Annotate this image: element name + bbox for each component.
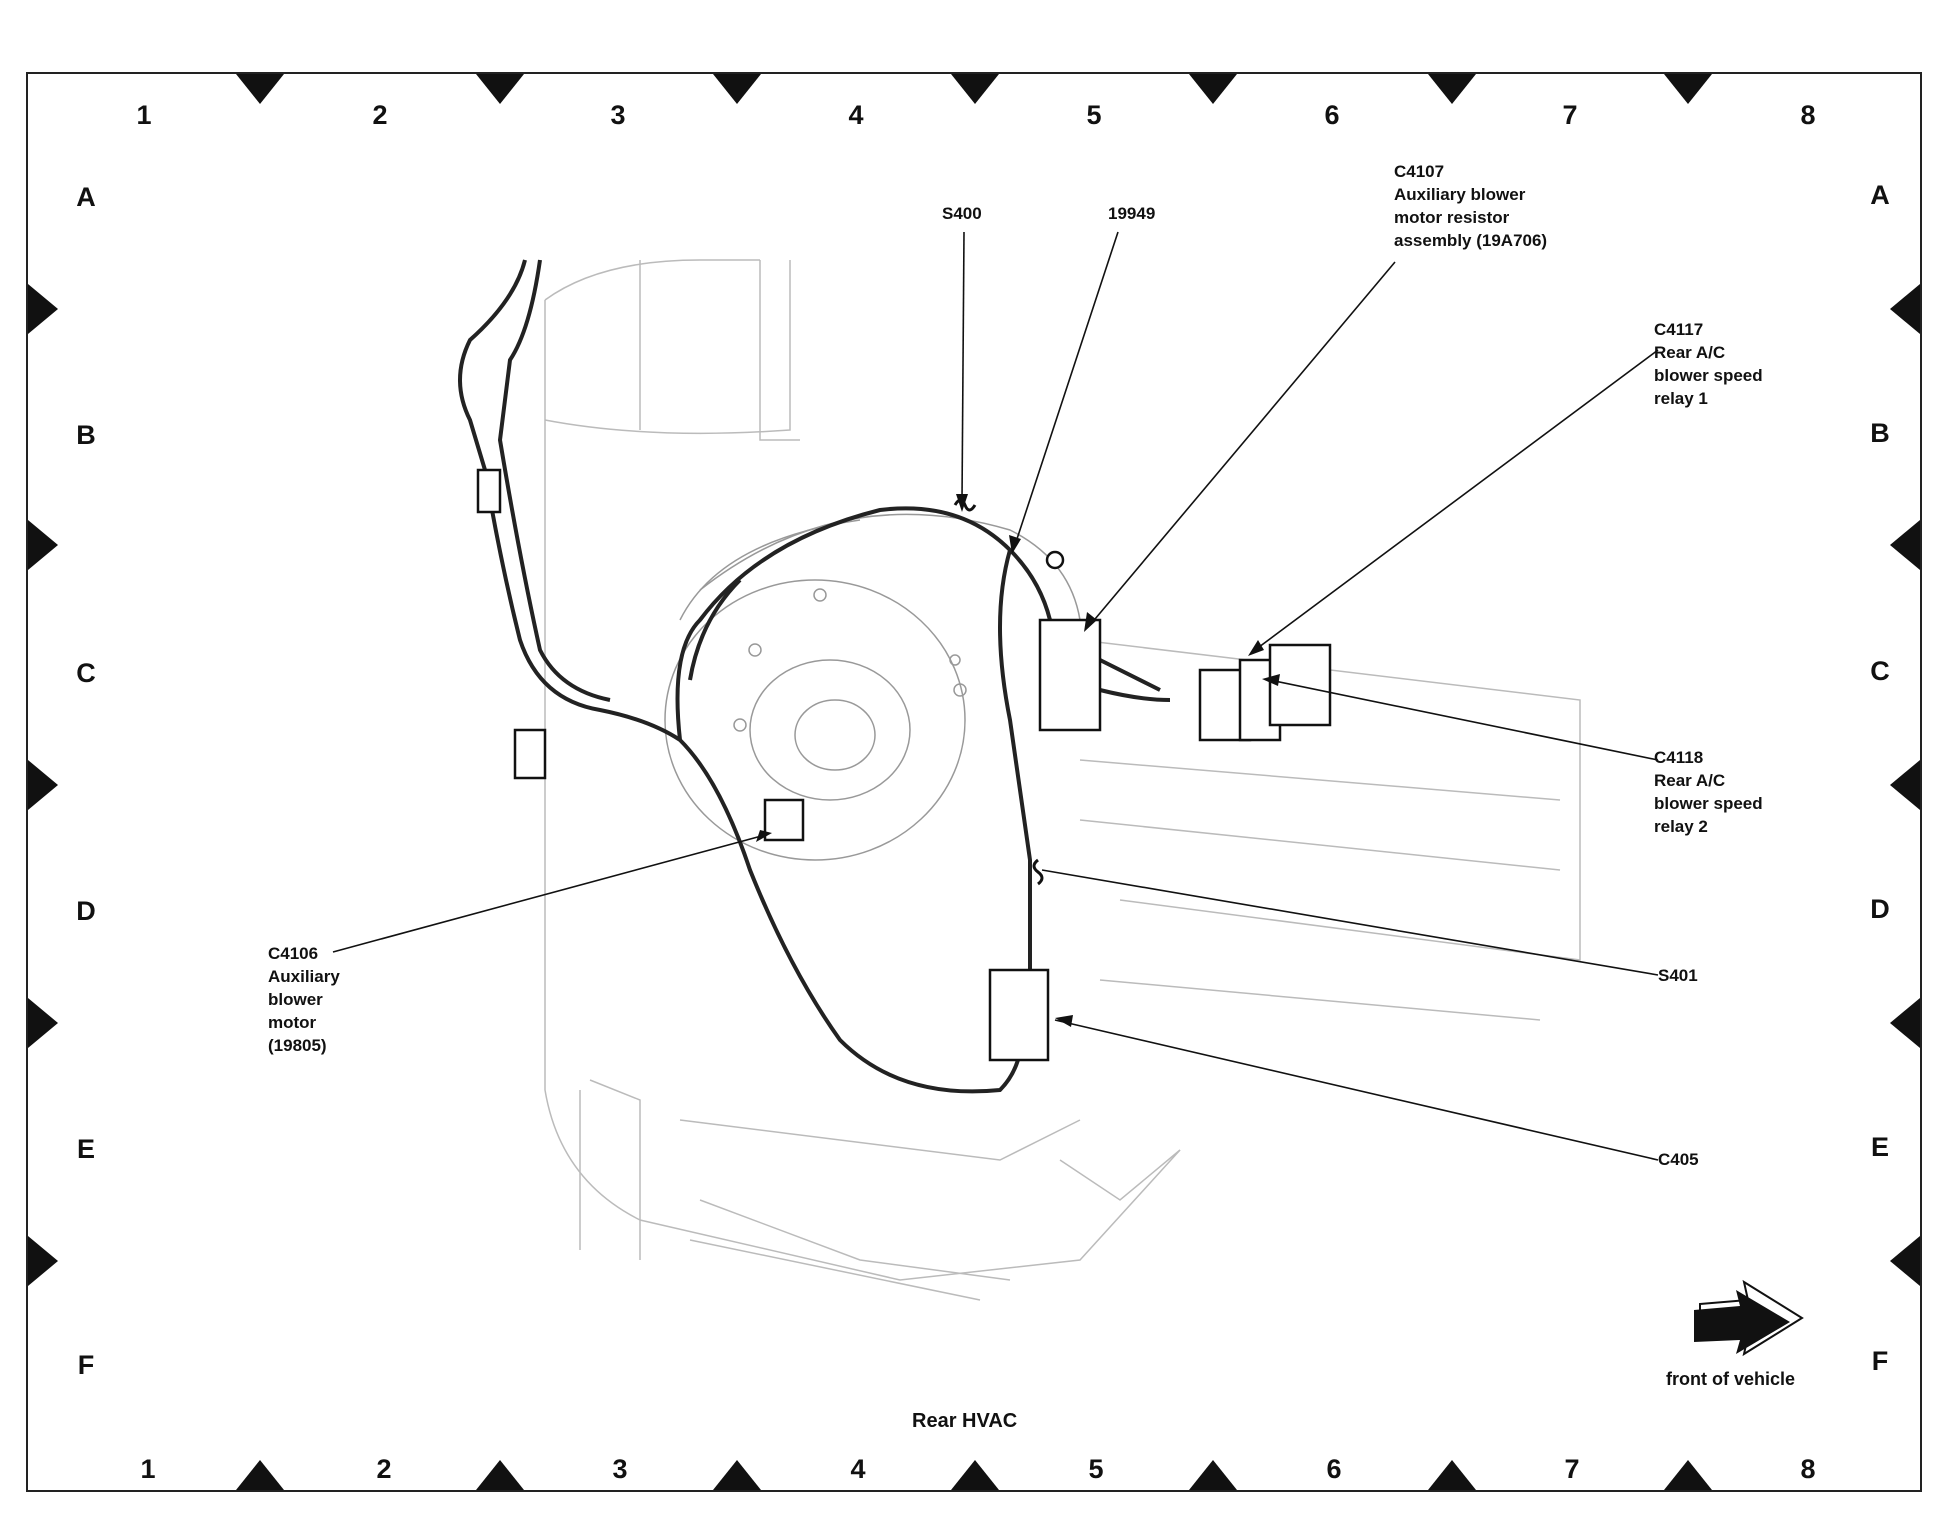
blower-motor	[664, 513, 1081, 861]
callout-c4106-line-3: blower	[268, 990, 323, 1009]
callout-c4107-line-4: assembly (19A706)	[1394, 231, 1548, 250]
callout-c4107-line-1: C4107	[1394, 162, 1445, 181]
diagram-caption: Rear HVAC	[912, 1410, 1018, 1432]
c405-connector	[988, 968, 1050, 1062]
callout-c4106-line-4: motor	[268, 1013, 317, 1032]
callout-c4106-line-5: (19805)	[268, 1036, 327, 1055]
arrow-right-icon	[1694, 1279, 1804, 1357]
callout-c4118-line-1: C4118	[1654, 748, 1704, 767]
grid-row-left-d: D	[76, 896, 96, 926]
callout-c4118: C4118 Rear A/C blower speed relay 2	[1654, 746, 1763, 838]
grid-row-left-a: A	[76, 182, 96, 212]
callout-c4117-line-2: Rear A/C	[1654, 343, 1726, 362]
grid-row-right-e: E	[1870, 1132, 1889, 1162]
callout-c4107: C4107 Auxiliary blower motor resistor as…	[1394, 160, 1547, 252]
grid-markers	[28, 74, 1920, 1490]
grid-column-bottom-7: 7	[1564, 1454, 1580, 1484]
callout-c4107-line-2: Auxiliary blower	[1394, 185, 1526, 204]
callout-19949: 19949	[1108, 204, 1156, 223]
wire-harness	[458, 259, 1171, 1094]
c4107-resistor-connector	[1038, 618, 1102, 732]
grid-column-bottom-3: 3	[612, 1454, 628, 1484]
harness-connector-upper	[476, 468, 502, 514]
harness-connector-lower	[513, 728, 547, 780]
s401-splice	[1032, 858, 1044, 886]
grid-column-top-7: 7	[1562, 100, 1578, 130]
diagram-frame	[26, 72, 1922, 1492]
leader-lines	[332, 231, 1659, 1161]
callout-c405: C405	[1658, 1150, 1699, 1169]
grid-column-top-1: 1	[136, 100, 152, 130]
grid-row-right-d: D	[1870, 894, 1890, 924]
front-of-vehicle-label: front of vehicle	[1666, 1369, 1796, 1389]
grid-row-right-a: A	[1870, 180, 1890, 210]
grid-column-bottom-8: 8	[1800, 1454, 1816, 1484]
grid-row-right-f: F	[1871, 1346, 1889, 1376]
splice-marks	[953, 498, 1044, 886]
callout-c4106: C4106 Auxiliary blower motor (19805)	[268, 942, 340, 1057]
grid-row-left-e: E	[76, 1134, 95, 1164]
connectors	[476, 468, 1332, 1062]
callout-c4118-line-4: relay 2	[1654, 817, 1708, 836]
callout-c4117-line-4: relay 1	[1654, 389, 1708, 408]
grid-column-top-5: 5	[1086, 100, 1102, 130]
grid-row-right-b: B	[1870, 418, 1890, 448]
callout-c4107-line-3: motor resistor	[1394, 208, 1510, 227]
splice-19949-clip	[1045, 550, 1065, 570]
leader-arrowheads	[756, 494, 1280, 1027]
c4106-connector	[763, 798, 805, 842]
grid-column-top-4: 4	[848, 100, 864, 130]
hvac-housing	[544, 259, 1581, 1301]
grid-column-top-6: 6	[1324, 100, 1340, 130]
callout-s400: S400	[942, 204, 982, 223]
grid-row-left-f: F	[77, 1350, 95, 1380]
callout-c4118-line-2: Rear A/C	[1654, 771, 1726, 790]
grid-column-top-8: 8	[1800, 100, 1816, 130]
grid-row-right-c: C	[1870, 656, 1890, 686]
grid-column-top-2: 2	[372, 100, 388, 130]
grid-column-bottom-2: 2	[376, 1454, 392, 1484]
grid-column-top-3: 3	[610, 100, 626, 130]
c4117-relay-connector-b	[1268, 643, 1332, 727]
grid-column-bottom-5: 5	[1088, 1454, 1104, 1484]
callout-c4106-line-2: Auxiliary	[268, 967, 340, 986]
callout-c4117: C4117 Rear A/C blower speed relay 1	[1654, 318, 1763, 410]
grid-column-bottom-4: 4	[850, 1454, 866, 1484]
grid-column-bottom-6: 6	[1326, 1454, 1342, 1484]
callout-c4118-line-3: blower speed	[1654, 794, 1763, 813]
grid-row-left-b: B	[76, 420, 96, 450]
grid-row-left-c: C	[76, 658, 96, 688]
grid-column-bottom-1: 1	[140, 1454, 156, 1484]
callout-c4117-line-3: blower speed	[1654, 366, 1763, 385]
callout-c4106-line-1: C4106	[268, 944, 319, 963]
callout-s401: S401	[1658, 966, 1698, 985]
callout-c4117-line-1: C4117	[1654, 320, 1704, 339]
